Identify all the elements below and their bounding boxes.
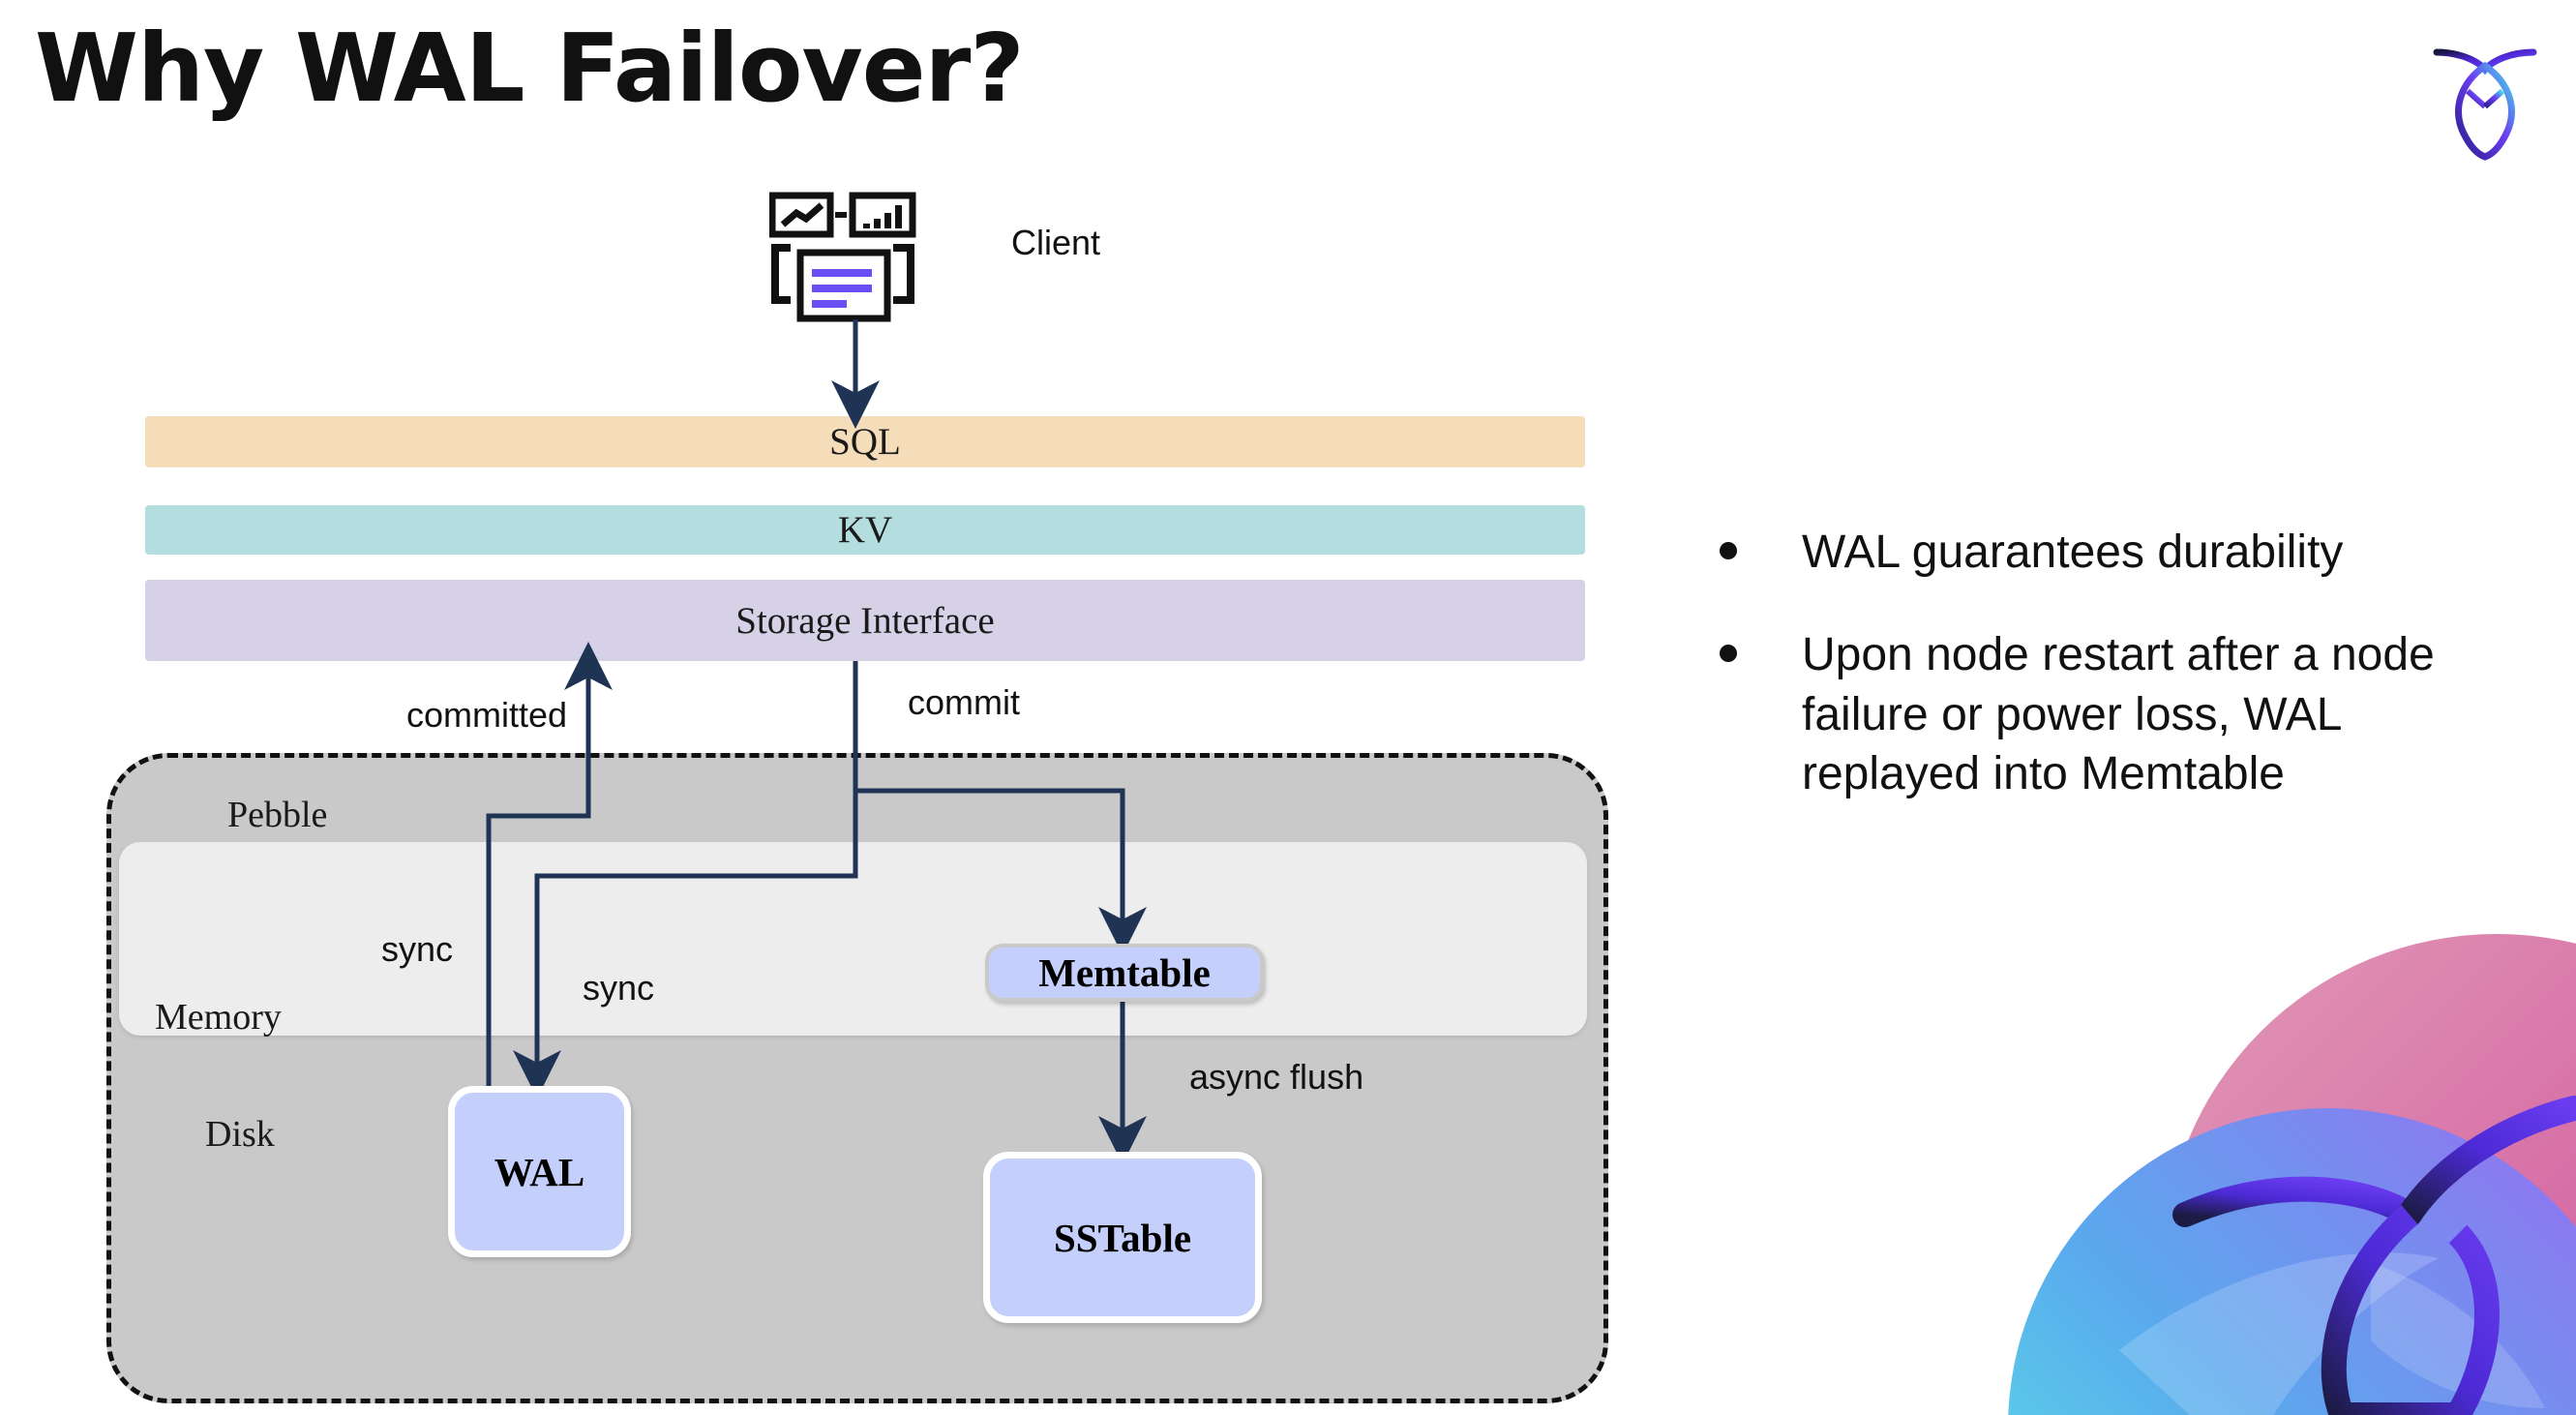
node-label-sstable: SSTable xyxy=(1053,1215,1192,1260)
layer-label-sql: SQL xyxy=(829,421,901,463)
architecture-diagram: Client SQL KV Storage Interface Pebble M… xyxy=(106,192,1608,1403)
edge-label-sync-right: sync xyxy=(583,968,655,1008)
node-sstable: SSTable xyxy=(983,1152,1262,1323)
list-item: WAL guarantees durability xyxy=(1698,523,2472,582)
cockroachdb-watermark-icon xyxy=(1955,924,2576,1415)
node-label-wal: WAL xyxy=(494,1149,585,1194)
layer-bar-storage-interface: Storage Interface xyxy=(145,580,1585,661)
node-wal: WAL xyxy=(448,1086,631,1257)
bullet-marker xyxy=(1720,542,1737,559)
cockroachdb-logo-icon xyxy=(2417,27,2553,163)
edge-label-committed: committed xyxy=(406,695,568,735)
memory-label: Memory xyxy=(155,997,282,1038)
memory-region xyxy=(119,842,1587,1036)
bullet-list: WAL guarantees durability Upon node rest… xyxy=(1698,523,2472,804)
edge-label-async-flush: async flush xyxy=(1189,1057,1364,1097)
bullet-text: WAL guarantees durability xyxy=(1802,527,2344,578)
disk-label: Disk xyxy=(205,1114,275,1155)
pebble-label: Pebble xyxy=(227,795,328,835)
client-analytics-icon xyxy=(768,192,939,332)
layer-label-storage: Storage Interface xyxy=(735,599,995,642)
edge-label-sync-left: sync xyxy=(381,929,454,969)
layer-label-kv: KV xyxy=(837,509,893,551)
page-title: Why WAL Failover? xyxy=(35,14,1025,123)
bullet-marker xyxy=(1720,645,1737,663)
layer-bar-sql: SQL xyxy=(145,416,1585,467)
client-label: Client xyxy=(1011,223,1101,262)
node-label-memtable: Memtable xyxy=(1038,950,1211,995)
bullet-text: Upon node restart after a node failure o… xyxy=(1802,629,2435,800)
layer-bar-kv: KV xyxy=(145,505,1585,555)
list-item: Upon node restart after a node failure o… xyxy=(1698,625,2472,803)
node-memtable: Memtable xyxy=(985,944,1264,1002)
edge-label-commit: commit xyxy=(908,682,1020,722)
